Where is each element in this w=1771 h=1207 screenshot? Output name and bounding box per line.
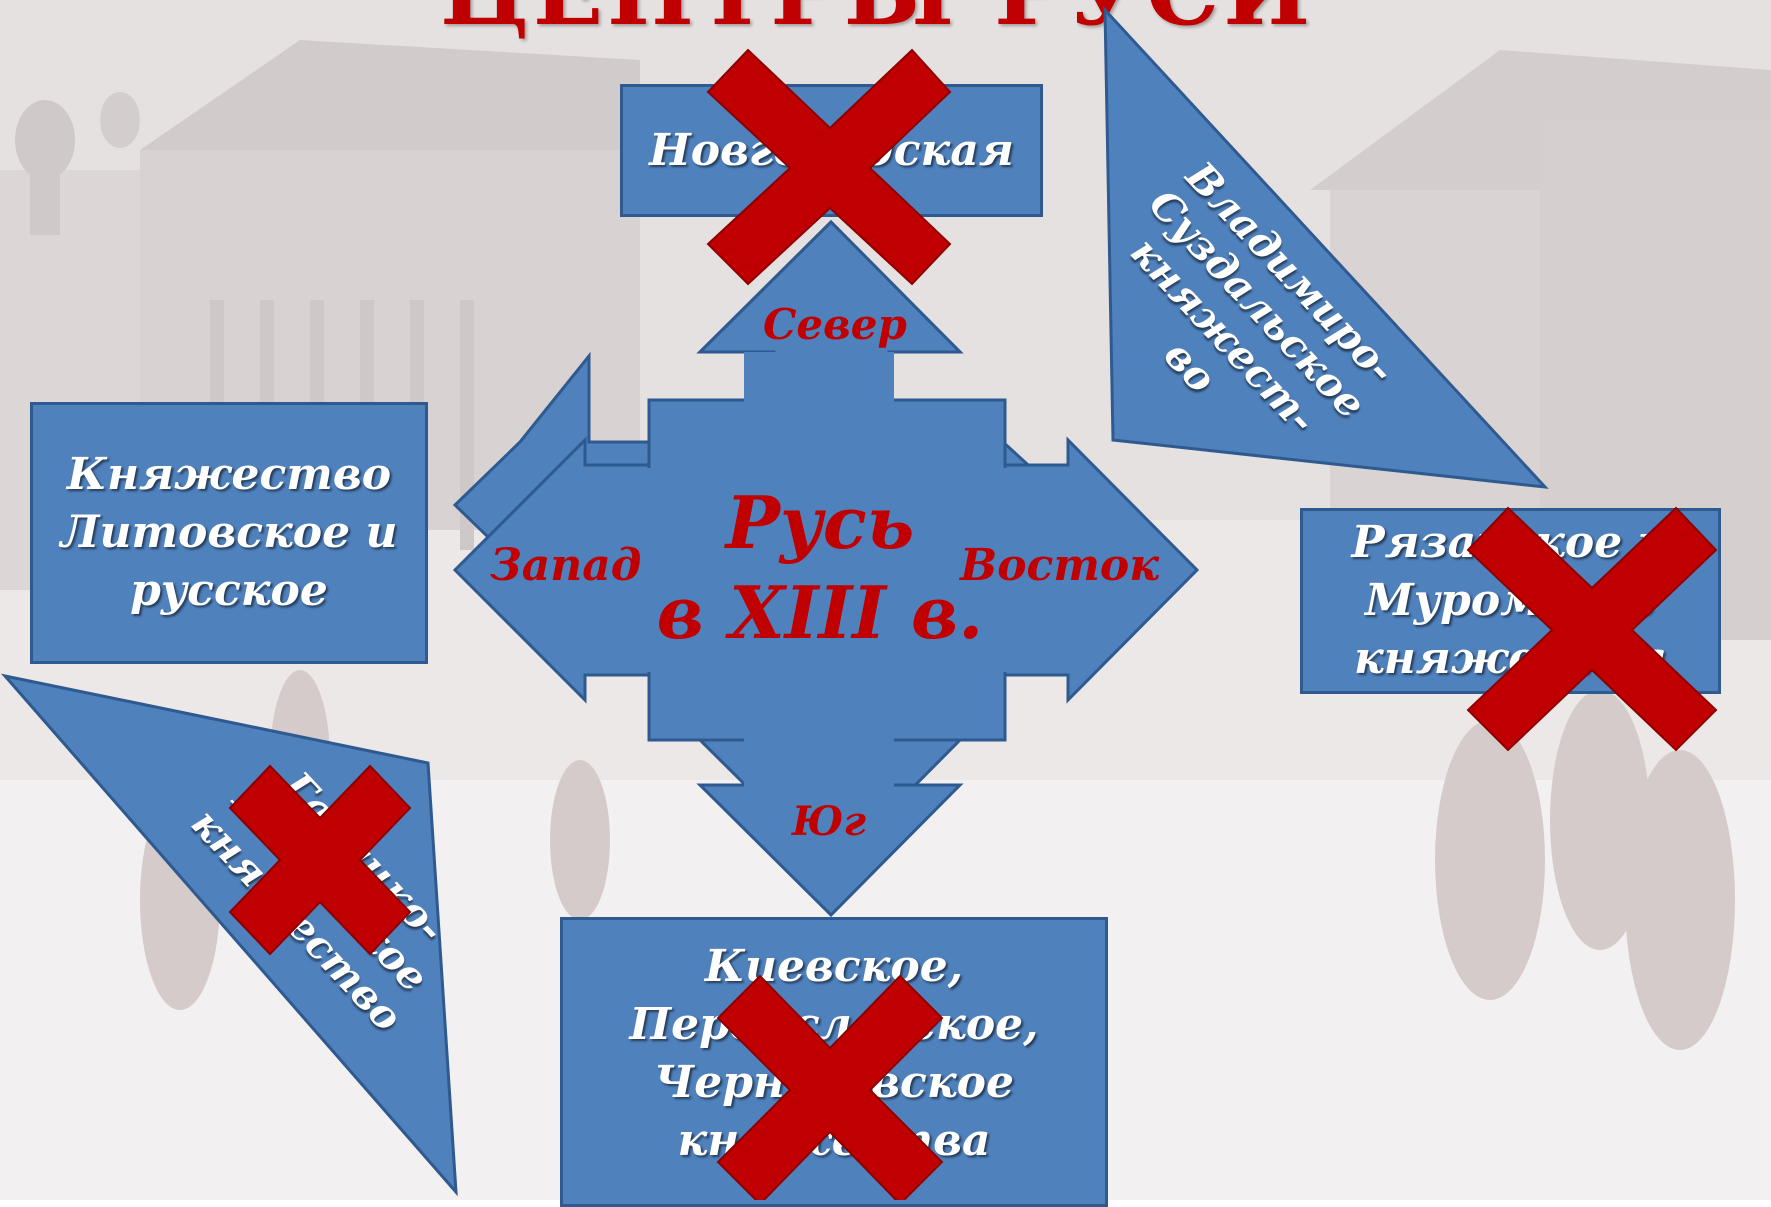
direction-west: Запад	[490, 540, 642, 591]
direction-north: Север	[763, 300, 907, 349]
direction-east: Восток	[960, 540, 1160, 591]
lithuania-line-2: Литовское и	[60, 507, 398, 558]
lithuania-line-3: русское	[130, 565, 328, 616]
novgorod-cross-icon	[706, 48, 952, 286]
kiev-cross-icon	[716, 974, 944, 1200]
center-title: Русь в XIII в.	[640, 478, 1000, 658]
ryazan-cross-icon	[1466, 506, 1718, 752]
principality-lithuania: Княжество Литовское и русское	[30, 402, 428, 664]
galicia-cross-icon	[228, 764, 412, 956]
kiev-line-2: Переяславское,	[629, 999, 1039, 1050]
direction-south: Юг	[792, 798, 866, 845]
lithuania-line-1: Княжество	[66, 449, 392, 500]
kiev-line-1: Киевское,	[704, 941, 964, 992]
page-title: ЦЕНТРЫ РУСИ	[440, 0, 1314, 46]
center-title-line-1: Русь	[725, 480, 915, 565]
center-title-line-2: в XIII в.	[656, 570, 984, 655]
